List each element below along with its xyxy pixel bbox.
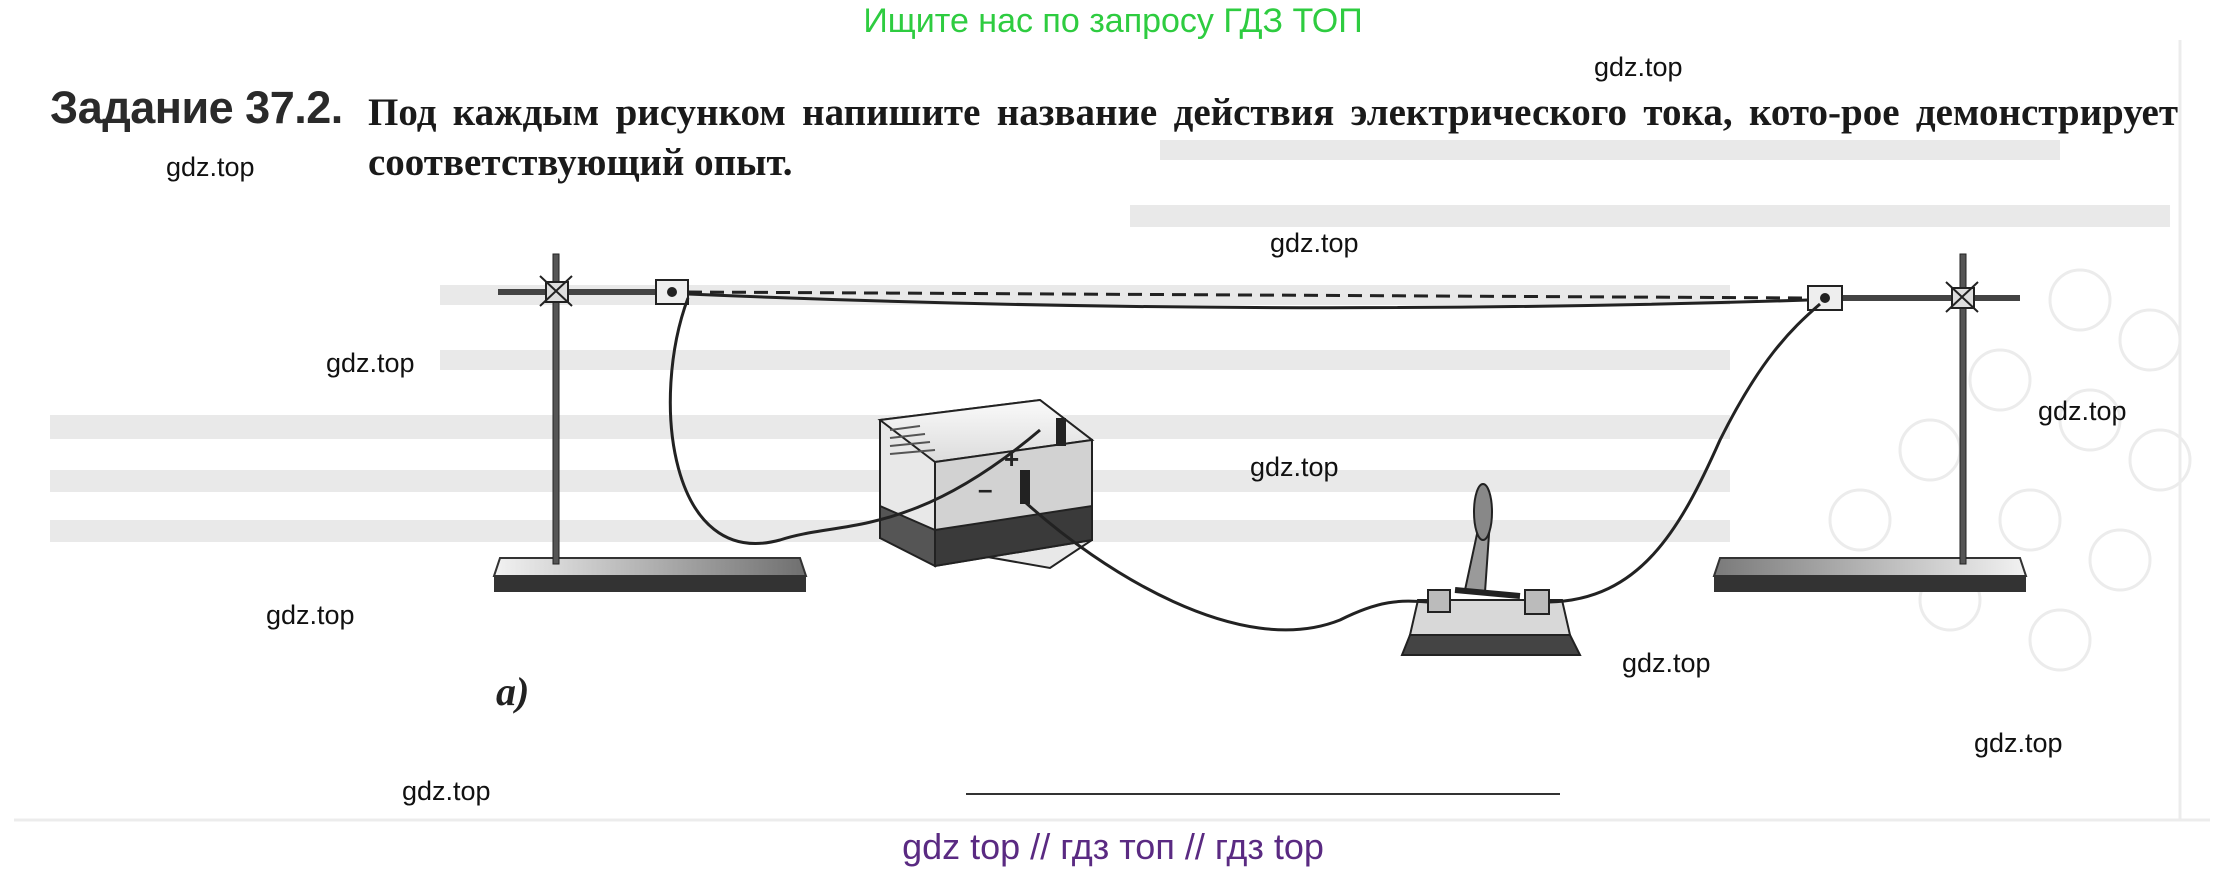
gdz-watermark-10: gdz.top [402, 776, 491, 806]
dashed-reference-line [687, 290, 1809, 300]
gdz-watermark-3: gdz.top [1270, 228, 1359, 258]
battery: + – [877, 398, 1095, 570]
gdz-watermark-6: gdz.top [1250, 452, 1339, 482]
gdz-watermark-7: gdz.top [266, 600, 355, 630]
gdz-watermark-5: gdz.top [2038, 396, 2127, 426]
task-text: Под каждым рисунком напишите название де… [368, 91, 2178, 184]
right-stand [1712, 253, 2028, 592]
battery-minus-label: – [978, 474, 992, 504]
task-label: Задание 37.2. [50, 82, 343, 133]
watermark-bottom: gdz top // гдз топ // гдз top [902, 826, 1324, 867]
gdz-watermark-9: gdz.top [1974, 728, 2063, 758]
answer-line [966, 793, 1560, 795]
knife-switch [1400, 483, 1582, 656]
left-stand [492, 253, 808, 592]
gdz-watermark-4: gdz.top [326, 348, 415, 378]
watermark-top: Ищите нас по запросу ГДЗ ТОП [863, 2, 1363, 40]
wire-right [1548, 302, 1821, 604]
gdz-watermark-1: gdz.top [1594, 52, 1683, 82]
wire-battery-switch [1023, 500, 1429, 632]
gdz-watermark-8: gdz.top [1622, 648, 1711, 678]
wire-left [668, 297, 1041, 545]
stretched-wire [687, 292, 1809, 310]
gdz-watermark-2: gdz.top [166, 152, 255, 182]
figure-label: a) [496, 669, 530, 714]
experiment-figure: + – [492, 253, 2028, 656]
